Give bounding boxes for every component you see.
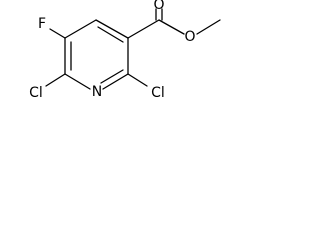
atom-labels: F N Cl Cl O O [29,0,195,101]
chlorine-right-label: Cl [151,85,165,101]
bond-c5-f [49,28,66,39]
ring-bond-c6-n1 [64,73,91,90]
bond-carbonyl-ester-o [158,19,185,35]
chlorine-left-label: Cl [29,85,43,101]
structure-diagram: F N Cl Cl O O [29,0,221,101]
bond-ester-o-methyl [196,19,221,35]
ring-bond-c3-c4-inner [97,26,124,43]
pyridine-ring [64,19,129,90]
ring-bond-c4-c3 [95,19,129,39]
bond-c6-cl [45,73,66,87]
ester-oxygen-label: O [184,29,195,45]
ring-bond-c4-c5 [64,19,97,39]
fluorine-label: F [38,16,46,32]
ring-bond-c2-n1-inner [100,69,124,84]
bond-c3-carbonyl [127,19,160,39]
ring-bond-c2-n1 [102,73,129,90]
nitrogen-label: N [92,84,102,100]
bond-c2-cl [127,73,148,87]
substituent-bonds [45,8,221,87]
carbonyl-oxygen-label: O [153,0,164,13]
